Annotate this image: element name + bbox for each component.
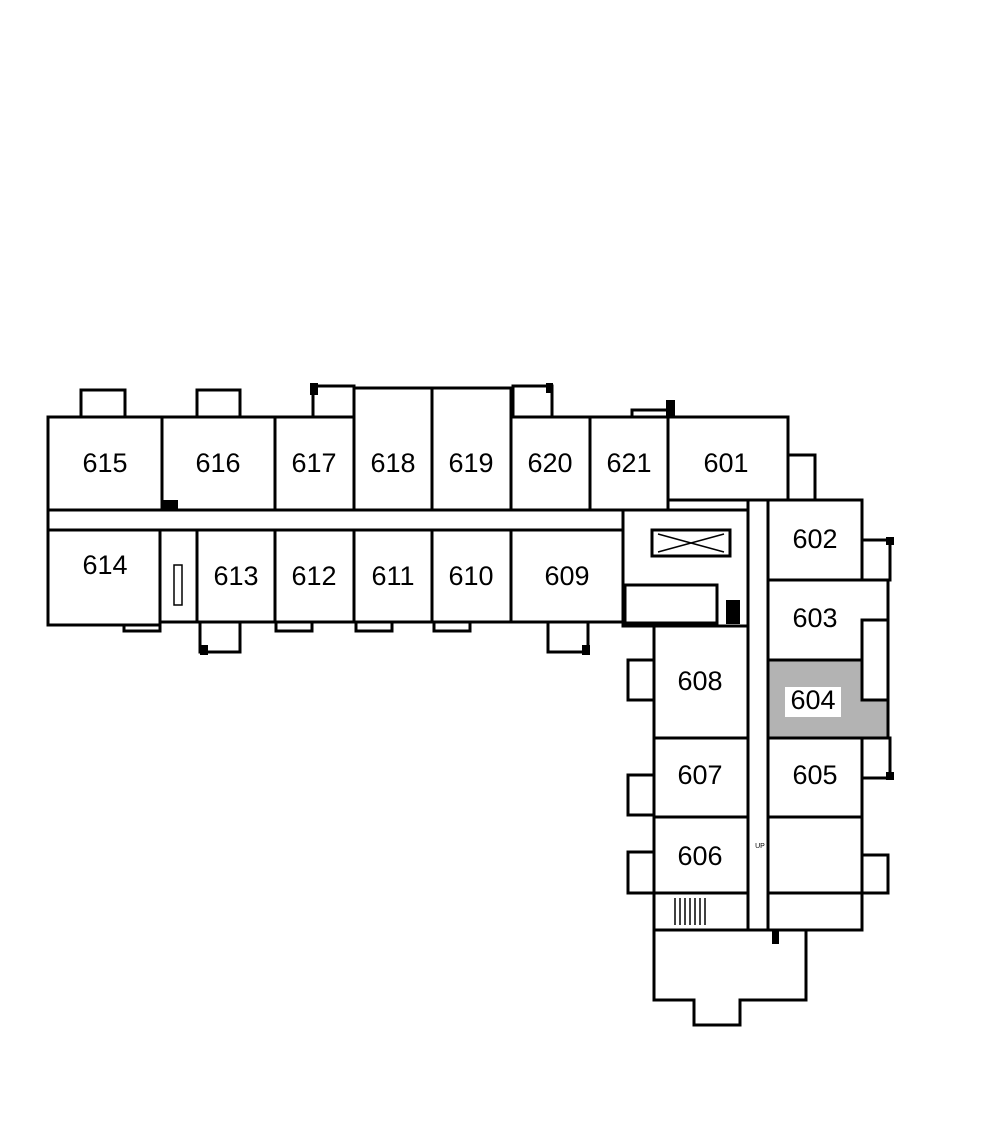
room-610[interactable]: 610 — [430, 528, 513, 624]
room-label: 620 — [527, 448, 572, 478]
room-label: 605 — [792, 760, 837, 790]
room-label: 608 — [677, 666, 722, 696]
room-label: 607 — [677, 760, 722, 790]
room-label: 616 — [195, 448, 240, 478]
room-620[interactable]: 620 — [509, 415, 592, 512]
room-612[interactable]: 612 — [273, 528, 356, 624]
room-608[interactable]: 608 — [652, 624, 750, 740]
rooms: 615 616 617 618 619 620 621 601 614 613 … — [46, 386, 890, 895]
room-label: 615 — [82, 448, 127, 478]
room-label: 612 — [291, 561, 336, 591]
room-619[interactable]: 619 — [430, 386, 513, 512]
room-615[interactable]: 615 — [46, 415, 164, 512]
stair-up-note: UP — [755, 843, 765, 850]
room-label: 610 — [448, 561, 493, 591]
room-unlabeled — [766, 815, 864, 895]
room-601[interactable]: 601 — [666, 415, 790, 502]
stairwell-west — [158, 528, 199, 624]
elevator — [650, 528, 732, 558]
room-604[interactable]: 604 — [766, 658, 890, 740]
room-614[interactable]: 614 — [46, 528, 162, 627]
stairwell-south — [652, 891, 750, 932]
room-label: 604 — [790, 685, 835, 715]
room-609[interactable]: 609 — [509, 528, 625, 624]
room-618[interactable]: 618 — [352, 386, 434, 512]
room-621[interactable]: 621 — [588, 415, 670, 512]
balconies — [79, 383, 894, 895]
room-label: 619 — [448, 448, 493, 478]
room-617[interactable]: 617 — [273, 415, 356, 512]
room-607[interactable]: 607 — [652, 736, 750, 819]
room-label: 611 — [371, 561, 414, 591]
room-label: 618 — [370, 448, 415, 478]
room-605[interactable]: 605 — [766, 736, 864, 819]
room-606[interactable]: 606 — [652, 815, 750, 895]
room-label: 614 — [82, 550, 127, 580]
room-label: 613 — [213, 561, 258, 591]
room-label: 606 — [677, 841, 722, 871]
room-label: 601 — [703, 448, 748, 478]
room-613[interactable]: 613 — [195, 528, 277, 624]
lobby — [652, 928, 808, 1027]
room-611[interactable]: 611 — [352, 528, 434, 624]
room-602[interactable]: 602 — [766, 498, 864, 582]
room-label: 602 — [792, 524, 837, 554]
corridors — [46, 498, 864, 1027]
room-616[interactable]: 616 — [160, 415, 277, 512]
room-label: 617 — [291, 448, 336, 478]
room-label: 609 — [544, 561, 589, 591]
room-label: 621 — [606, 448, 651, 478]
room-label: 603 — [792, 603, 837, 633]
